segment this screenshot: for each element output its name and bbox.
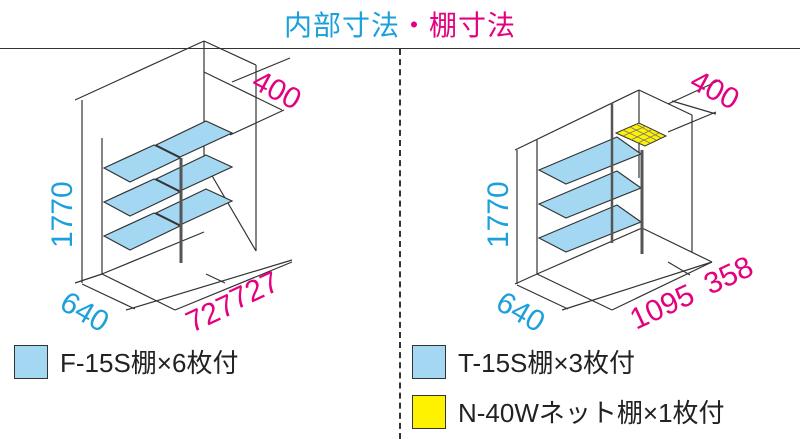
legend-label: T-15S棚×3枚付	[458, 348, 636, 378]
panel-divider	[399, 49, 401, 439]
title-sep: ・	[399, 10, 429, 41]
legend-label: F-15S棚×6枚付	[60, 348, 239, 378]
legend-item: T-15S棚×3枚付	[412, 343, 635, 380]
left-shelves	[102, 120, 234, 251]
shelf-board	[154, 188, 234, 226]
right-depth-dim: 640	[491, 285, 551, 339]
title-divider	[0, 48, 800, 49]
shelf-board	[154, 154, 234, 192]
page-title: 内部寸法・棚寸法	[0, 4, 800, 44]
legend-item: N-40Wネット棚×1枚付	[412, 393, 725, 430]
shelf-board	[154, 120, 234, 158]
title-shelf: 棚寸法	[429, 10, 517, 41]
shelf-swatch	[412, 344, 446, 379]
left-height-dim: 1770	[46, 181, 79, 248]
right-frame	[514, 79, 721, 311]
title-interior: 内部寸法	[283, 10, 400, 41]
legend-item: F-15S棚×6枚付	[14, 343, 238, 380]
right-width2-dim: 358	[699, 250, 758, 301]
net-shelf	[614, 122, 668, 147]
right-height-dim: 1770	[482, 181, 515, 248]
legend-label: N-40Wネット棚×1枚付	[458, 398, 725, 428]
net-grid	[622, 123, 662, 144]
right-shelf-depth-dim: 400	[685, 64, 745, 117]
left-depth-dim: 640	[55, 285, 115, 339]
right-width1-dim: 1095	[625, 278, 699, 336]
net-swatch	[412, 394, 446, 429]
shelf-swatch	[14, 344, 48, 379]
